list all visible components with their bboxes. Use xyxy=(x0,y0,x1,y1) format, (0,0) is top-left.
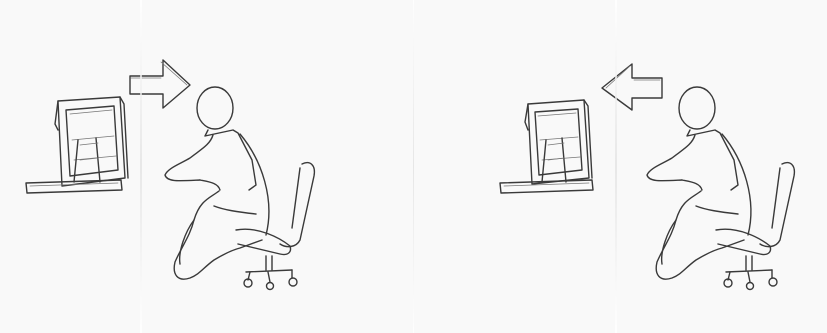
person-icon xyxy=(165,87,269,279)
office-chair-icon xyxy=(236,163,314,290)
paper-crease xyxy=(615,0,617,333)
monitor-icon xyxy=(500,100,593,193)
person-icon xyxy=(647,87,751,279)
panel-right xyxy=(414,0,827,333)
arrow-left-icon xyxy=(602,64,662,110)
panel-left xyxy=(0,0,413,333)
office-chair-icon xyxy=(716,163,794,290)
left-sketch xyxy=(0,0,413,333)
right-sketch xyxy=(414,0,827,333)
arrow-right-icon xyxy=(130,60,190,108)
paper-crease xyxy=(140,0,142,333)
monitor-icon xyxy=(26,97,128,193)
